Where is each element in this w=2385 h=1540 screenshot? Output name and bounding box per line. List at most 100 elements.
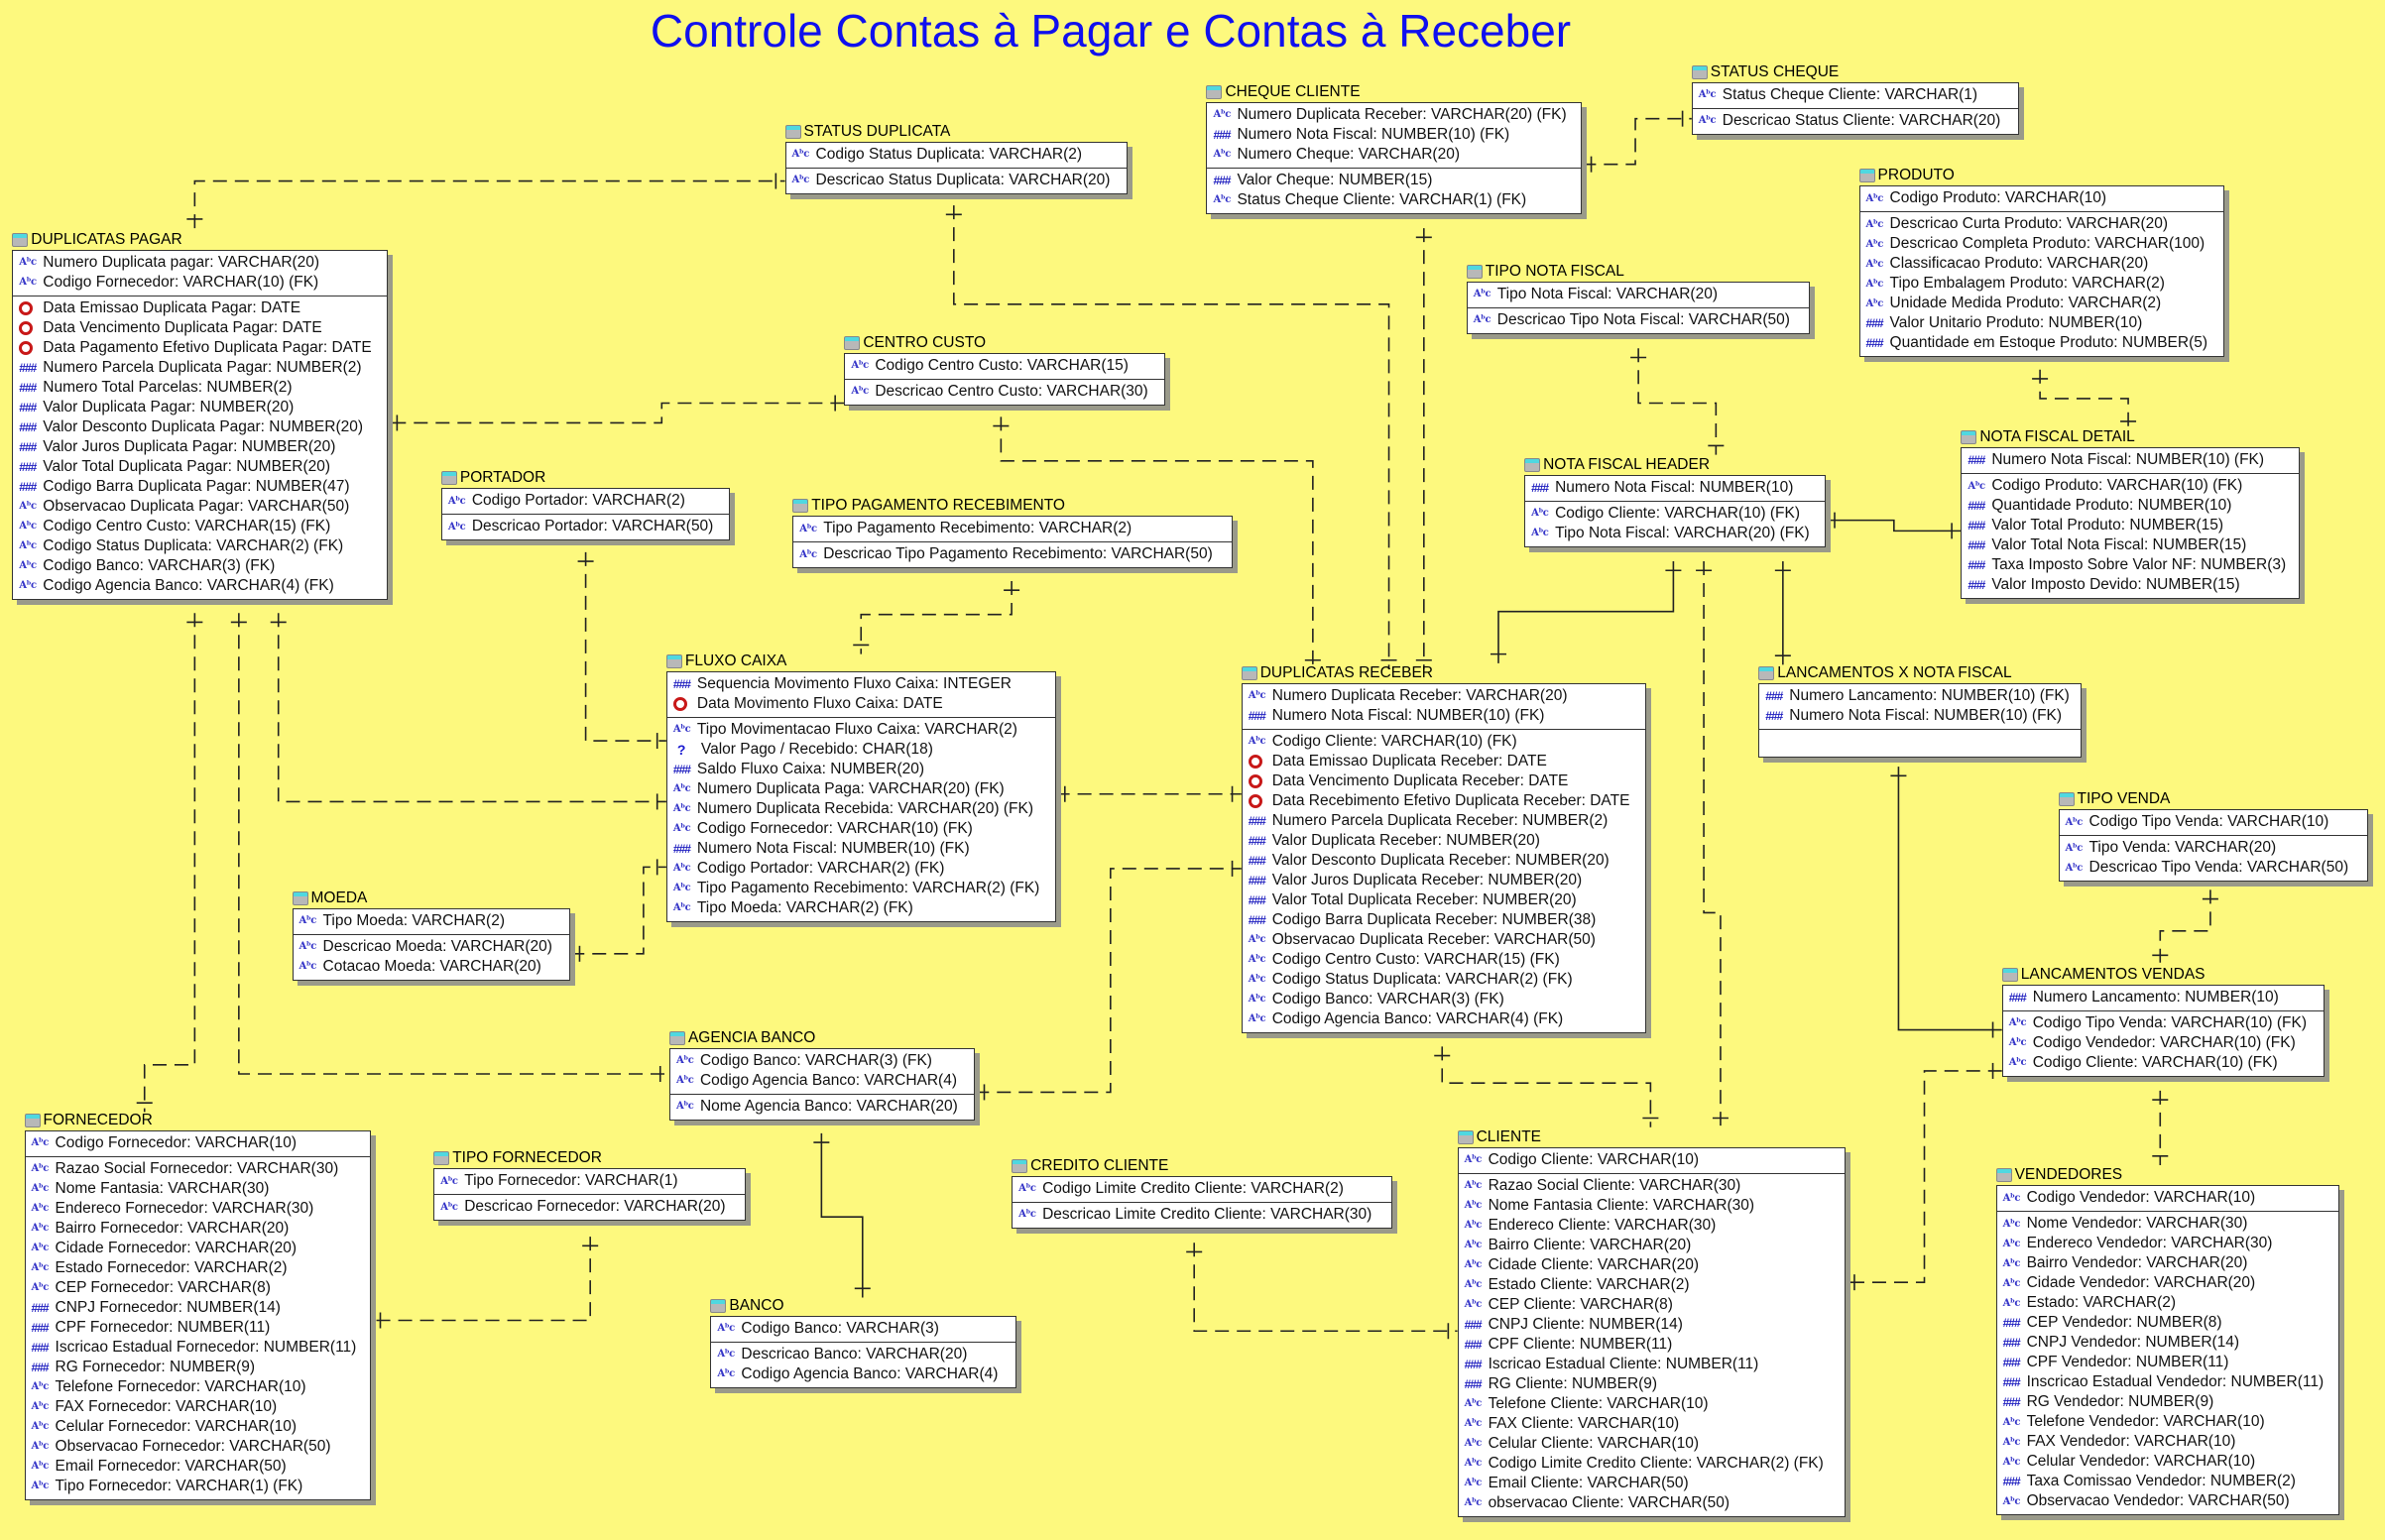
entity-header[interactable]: LANCAMENTOS X NOTA FISCAL — [1758, 663, 2081, 683]
attribute-row[interactable]: ###Numero Nota Fiscal: NUMBER(10) (FK) — [1207, 125, 1581, 145]
attribute-row[interactable]: ###Codigo Barra Duplicata Receber: NUMBE… — [1243, 910, 1645, 930]
attribute-row[interactable]: ###Sequencia Movimento Fluxo Caixa: INTE… — [667, 674, 1055, 694]
entity-header[interactable]: AGENCIA BANCO — [668, 1028, 975, 1048]
attribute-row[interactable]: ###Numero Lancamento: NUMBER(10) — [2003, 988, 2324, 1007]
attribute-row[interactable]: ###Iscricao Estadual Cliente: NUMBER(11) — [1459, 1355, 1845, 1374]
attribute-row[interactable]: ###Valor Desconto Duplicata Receber: NUM… — [1243, 851, 1645, 871]
attribute-row[interactable]: ###Saldo Fluxo Caixa: NUMBER(20) — [667, 760, 1055, 779]
attribute-row[interactable]: ###CPF Fornecedor: NUMBER(11) — [26, 1318, 371, 1338]
attribute-row[interactable]: ###RG Fornecedor: NUMBER(9) — [26, 1358, 371, 1377]
attribute-row[interactable]: ###Quantidade Produto: NUMBER(10) — [1962, 496, 2299, 516]
attribute-row[interactable]: ###Valor Desconto Duplicata Pagar: NUMBE… — [13, 417, 387, 437]
attribute-row[interactable]: ###CEP Vendedor: NUMBER(8) — [1997, 1313, 2339, 1333]
attribute-row[interactable]: ###Numero Nota Fiscal: NUMBER(10) (FK) — [667, 839, 1055, 859]
entity-header[interactable]: TIPO VENDA — [2058, 789, 2369, 809]
attribute-row[interactable]: ###Valor Duplicata Receber: NUMBER(20) — [1243, 831, 1645, 851]
attribute-row[interactable]: ###CPF Vendedor: NUMBER(11) — [1997, 1353, 2339, 1372]
entity-nota-fiscal-detail[interactable]: NOTA FISCAL DETAIL###Numero Nota Fiscal:… — [1961, 427, 2301, 600]
entity-header[interactable]: BANCO — [710, 1296, 1015, 1316]
entity-lancamentos-vendas[interactable]: LANCAMENTOS VENDAS###Numero Lancamento: … — [2001, 965, 2325, 1077]
attribute-row[interactable]: ###Valor Juros Duplicata Pagar: NUMBER(2… — [13, 437, 387, 457]
entity-header[interactable]: NOTA FISCAL HEADER — [1524, 455, 1826, 475]
attribute-row[interactable]: ###Valor Imposto Devido: NUMBER(15) — [1962, 575, 2299, 595]
entity-header[interactable]: TIPO PAGAMENTO RECEBIMENTO — [792, 496, 1232, 516]
attribute-row[interactable]: Data Emissao Duplicata Pagar: DATE — [13, 298, 387, 318]
attribute-row[interactable]: ###Iscricao Estadual Fornecedor: NUMBER(… — [26, 1338, 371, 1358]
entity-header[interactable]: DUPLICATAS RECEBER — [1241, 663, 1646, 683]
entity-header[interactable]: CENTRO CUSTO — [844, 333, 1165, 353]
attribute-row[interactable]: ###Valor Duplicata Pagar: NUMBER(20) — [13, 398, 387, 417]
attribute-row[interactable]: ###Numero Total Parcelas: NUMBER(2) — [13, 378, 387, 398]
attribute-row[interactable]: ###CNPJ Vendedor: NUMBER(14) — [1997, 1333, 2339, 1353]
entity-lancamentos-x-nf[interactable]: LANCAMENTOS X NOTA FISCAL###Numero Lanca… — [1758, 663, 2082, 758]
attribute-row[interactable]: ###Taxa Comissao Vendedor: NUMBER(2) — [1997, 1472, 2339, 1491]
entity-header[interactable]: CHEQUE CLIENTE — [1206, 82, 1582, 102]
attribute-row[interactable]: ###Valor Total Duplicata Receber: NUMBER… — [1243, 890, 1645, 910]
attribute-row[interactable]: Data Emissao Duplicata Receber: DATE — [1243, 752, 1645, 771]
attribute-row[interactable]: ###CPF Cliente: NUMBER(11) — [1459, 1335, 1845, 1355]
entity-header[interactable]: TIPO NOTA FISCAL — [1466, 262, 1811, 282]
entity-header[interactable]: PORTADOR — [440, 468, 730, 488]
